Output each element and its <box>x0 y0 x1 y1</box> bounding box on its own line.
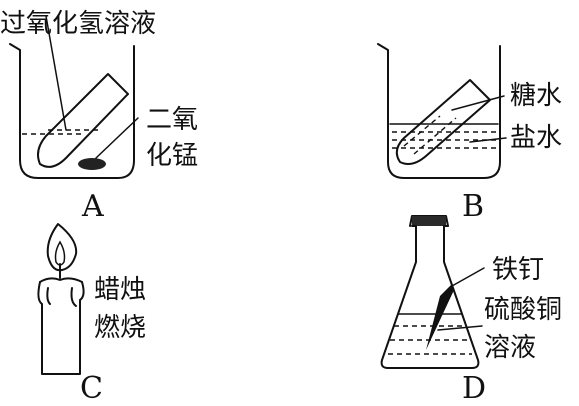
panel-a: 过氧化氢溶液 二氧 化锰 A <box>0 9 198 224</box>
leader-line-iron-nail <box>451 267 485 287</box>
label-copper-sulfate: 硫酸铜 <box>484 295 562 325</box>
leader-line-salt-water <box>469 137 507 143</box>
leader-line-manganese-dioxide <box>95 117 139 159</box>
label-candle: 蜡烛 <box>94 275 146 305</box>
caption-a: A <box>81 189 104 224</box>
label-burning: 燃烧 <box>94 313 146 343</box>
label-hydrogen-peroxide: 过氧化氢溶液 <box>0 9 156 39</box>
test-tube-b <box>395 79 491 165</box>
leader-line-hydrogen-peroxide <box>45 15 67 131</box>
leader-line-copper-sulfate <box>437 325 483 331</box>
manganese-dioxide-solid <box>78 158 106 170</box>
candle-body <box>37 277 85 375</box>
panel-b: 糖水 盐水 B <box>377 43 562 224</box>
caption-b: B <box>462 189 484 224</box>
label-iron-nail: 铁钉 <box>492 255 544 285</box>
label-solution: 溶液 <box>484 333 536 363</box>
label-sugar-water: 糖水 <box>510 81 562 111</box>
leader-line-sugar-water <box>451 95 505 111</box>
label-manganese-dioxide-2: 化锰 <box>146 141 198 171</box>
conical-flask <box>380 225 480 369</box>
flask-stopper-dark <box>412 216 446 226</box>
iron-nail <box>426 284 454 350</box>
label-salt-water: 盐水 <box>510 123 562 153</box>
test-tube-a <box>37 73 129 168</box>
panel-d: 铁钉 硫酸铜 溶液 D <box>380 215 562 406</box>
candle-flame <box>46 223 78 279</box>
panel-c: 蜡烛 燃烧 C <box>37 223 146 406</box>
caption-c: C <box>80 371 103 406</box>
beaker-b <box>377 43 501 179</box>
caption-d: D <box>462 371 486 406</box>
beaker-a <box>9 43 135 179</box>
label-manganese-dioxide-1: 二氧 <box>146 105 198 135</box>
